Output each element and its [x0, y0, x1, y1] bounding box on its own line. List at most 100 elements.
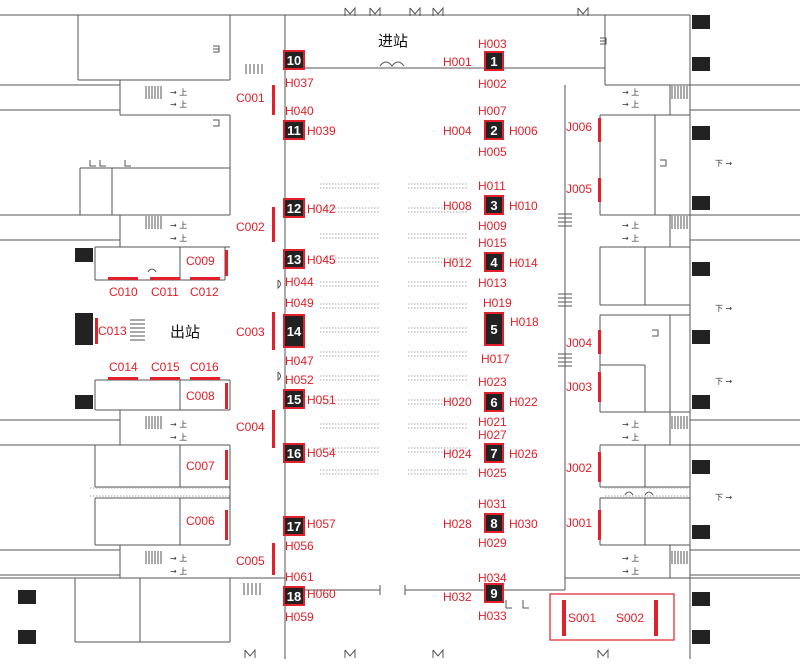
pillar-17[interactable]: 17 — [285, 518, 303, 534]
up-arrow-label: → 上 — [622, 420, 640, 429]
zone-label-j001: J001 — [566, 516, 593, 530]
gate-label-h019: H019 — [483, 296, 512, 310]
gate-label-h051: H051 — [307, 393, 336, 407]
gate-label-h037: H037 — [285, 76, 314, 90]
up-arrow-label: → 上 — [170, 420, 188, 429]
down-arrow-label: 下 → — [715, 493, 733, 502]
gate-label-h014: H014 — [509, 256, 538, 270]
exit-area-label: 出站 — [170, 323, 201, 341]
up-arrow-label: → 上 — [170, 554, 188, 563]
gate-label-h008: H008 — [443, 199, 472, 213]
pillar-16[interactable]: 16 — [285, 445, 303, 461]
pillar-18[interactable]: 18 — [285, 588, 303, 604]
zone-label-s001: S001 — [568, 611, 597, 625]
gate-label-h003: H003 — [478, 37, 507, 51]
zone-label-c001: C001 — [236, 91, 265, 105]
up-arrow-label: → 上 — [622, 100, 640, 109]
gate-label-h034: H034 — [478, 571, 507, 585]
gate-label-h031: H031 — [478, 497, 507, 511]
gate-label-h011: H011 — [478, 179, 506, 193]
pillar-4[interactable]: 4 — [486, 254, 502, 270]
pillar-2[interactable]: 2 — [486, 122, 502, 138]
zone-label-j006: J006 — [566, 120, 593, 134]
pillar-6[interactable]: 6 — [486, 394, 502, 410]
gate-label-h025: H025 — [478, 466, 507, 480]
gate-label-h005: H005 — [478, 145, 507, 159]
pillar-5[interactable]: 5 — [486, 314, 502, 344]
zone-label-j004: J004 — [566, 336, 593, 350]
pillar-9[interactable]: 9 — [486, 585, 502, 601]
zone-label-c007: C007 — [186, 459, 215, 473]
pillar-11[interactable]: 11 — [285, 122, 303, 138]
pillar-3[interactable]: 3 — [486, 197, 502, 213]
zone-label-c010: C010 — [109, 285, 138, 299]
zone-label-c011: C011 — [151, 285, 179, 299]
gate-label-h054: H054 — [307, 446, 336, 460]
up-arrow-label: → 上 — [170, 100, 188, 109]
gate-label-h033: H033 — [478, 609, 507, 623]
down-arrow-label: 下 → — [715, 159, 733, 168]
zone-label-j002: J002 — [566, 461, 593, 475]
zone-label-c013: C013 — [98, 324, 127, 338]
zone-label-c005: C005 — [236, 554, 265, 568]
down-arrow-label: 下 → — [715, 377, 733, 386]
gate-label-h017: H017 — [481, 352, 510, 366]
gate-label-h042: H042 — [307, 202, 336, 216]
gate-label-h013: H013 — [478, 276, 507, 290]
gate-label-h040: H040 — [285, 104, 314, 118]
gate-label-h022: H022 — [509, 395, 538, 409]
up-arrow-label: → 上 — [170, 88, 188, 97]
gate-label-h009: H009 — [478, 219, 507, 233]
zone-label-j003: J003 — [566, 380, 593, 394]
pillar-10[interactable]: 10 — [285, 52, 303, 68]
zone-label-c003: C003 — [236, 325, 265, 339]
gate-label-h044: H044 — [285, 275, 314, 289]
gate-label-h023: H023 — [478, 375, 507, 389]
gate-label-h045: H045 — [307, 253, 336, 267]
zone-label-c004: C004 — [236, 420, 265, 434]
gate-label-h059: H059 — [285, 610, 314, 624]
gate-label-h021: H021 — [478, 415, 507, 429]
zone-label-c008: C008 — [186, 389, 215, 403]
gate-label-h010: H010 — [509, 199, 538, 213]
entrance-area-label: 进站 — [378, 32, 409, 50]
gate-label-h032: H032 — [443, 590, 472, 604]
zone-label-c014: C014 — [109, 360, 138, 374]
up-arrow-label: → 上 — [170, 234, 188, 243]
pillar-13[interactable]: 13 — [285, 251, 303, 267]
zone-label-c006: C006 — [186, 514, 215, 528]
gate-label-h056: H056 — [285, 539, 314, 553]
gate-label-h024: H024 — [443, 447, 472, 461]
pillar-1[interactable]: 1 — [486, 53, 502, 69]
gate-label-h007: H007 — [478, 104, 507, 118]
pillar-7[interactable]: 7 — [486, 445, 502, 461]
gate-label-h006: H006 — [509, 124, 538, 138]
pillar-8[interactable]: 8 — [486, 515, 502, 531]
gate-label-h049: H049 — [285, 296, 314, 310]
gate-label-h029: H029 — [478, 536, 507, 550]
gate-label-h061: H061 — [285, 570, 314, 584]
zone-label-c015: C015 — [151, 360, 180, 374]
up-arrow-label: → 上 — [622, 234, 640, 243]
gate-label-h039: H039 — [307, 124, 336, 138]
gate-label-h047: H047 — [285, 354, 314, 368]
up-arrow-label: → 上 — [622, 221, 640, 230]
zone-label-c009: C009 — [186, 254, 215, 268]
gate-label-h018: H018 — [510, 315, 539, 329]
gate-label-h026: H026 — [509, 447, 538, 461]
gate-label-h020: H020 — [443, 395, 472, 409]
zone-label-s002: S002 — [616, 611, 645, 625]
gate-label-h015: H015 — [478, 236, 507, 250]
up-arrow-label: → 上 — [170, 433, 188, 442]
pillar-14[interactable]: 14 — [285, 316, 303, 346]
up-arrow-label: → 上 — [622, 88, 640, 97]
pillar-15[interactable]: 15 — [285, 391, 303, 407]
gate-label-h012: H012 — [443, 256, 472, 270]
gate-label-h004: H004 — [443, 124, 472, 138]
gate-label-h057: H057 — [307, 517, 336, 531]
gate-label-h030: H030 — [509, 517, 538, 531]
pillar-12[interactable]: 12 — [285, 200, 303, 216]
up-arrow-label: → 上 — [170, 567, 188, 576]
